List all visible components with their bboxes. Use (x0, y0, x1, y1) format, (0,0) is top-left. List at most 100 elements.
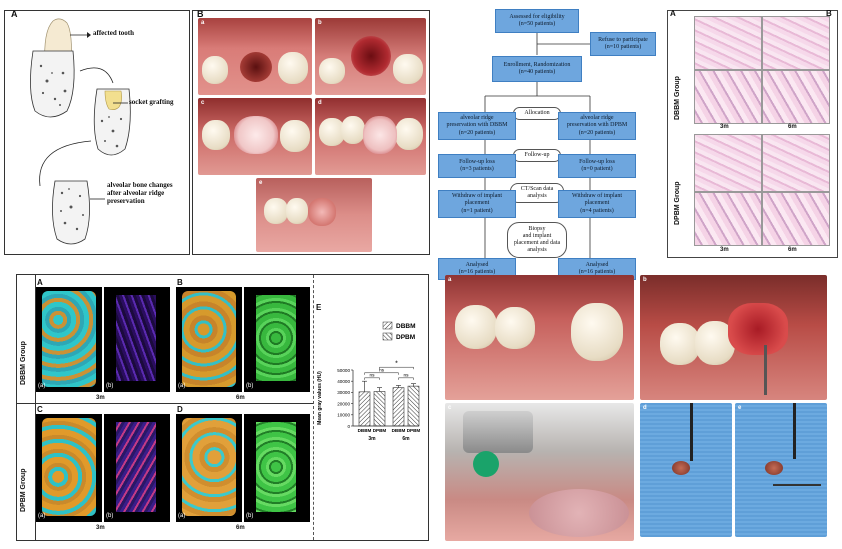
ct-letter-a: A (37, 278, 43, 287)
y-tick-label: 20000 (337, 401, 350, 406)
ct-sub-b-1: (b) (106, 383, 114, 389)
flow-left-withdraw: Withdraw of implant placement (n=1 patie… (438, 190, 516, 218)
ct-dpbm-3m-render (36, 414, 102, 522)
histo-group-1: DBBM Group (674, 76, 681, 120)
ct-sub-a-1: (a) (38, 383, 46, 389)
histo-time-3m-bottom: 3m (720, 247, 729, 253)
ct-time-3m-top: 3m (96, 395, 105, 401)
flow-right-analysed: Analysed (n=16 patients) (558, 258, 636, 280)
histo-letter-b: B (826, 9, 832, 18)
x-tick-label: DPBM (407, 428, 421, 433)
flow-left-loss: Follow-up loss (n=3 patients) (438, 154, 516, 178)
histo-group-2: DPBM Group (674, 181, 681, 225)
significance-bracket (398, 377, 414, 380)
y-tick-label: 30000 (337, 390, 350, 395)
ct-letter-d: D (177, 405, 183, 414)
clinical-tag-a: a (448, 277, 452, 283)
histo-time-6m-bottom: 6m (788, 247, 797, 253)
histo-letter-a: A (670, 9, 676, 18)
histo-dpbm-3m-high (694, 192, 762, 246)
clinical-photo-e: e (735, 403, 827, 537)
significance-bracket (364, 377, 380, 380)
ct-letter-b: B (177, 278, 183, 287)
photo-a-tag: a (201, 20, 205, 26)
flowchart-connectors (484, 33, 591, 258)
legend-label-dpbm: DPBM (396, 334, 415, 341)
histo-dpbm-3m-low (694, 134, 762, 192)
surgery-photo-e: e (256, 178, 372, 252)
photo-e-tag: e (259, 180, 263, 186)
ct-time-3m-bottom: 3m (96, 525, 105, 531)
ct-sub-a-2: (a) (178, 383, 186, 389)
clinical-photo-a: a (445, 275, 634, 400)
schematic-panel: A (4, 9, 190, 255)
significance-label: ns (369, 373, 375, 378)
tooth-root-icon (30, 18, 75, 118)
ct-dpbm-3m-map (104, 414, 170, 522)
group-label: 3m (368, 436, 376, 442)
ct-sub-a-3: (a) (38, 513, 46, 519)
surgery-photo-b: b (315, 18, 426, 95)
bone-changes-label: alveolar bone changes after alveolar rid… (107, 181, 173, 206)
significance-bracket (364, 372, 399, 375)
flow-allocation: Allocation (513, 107, 561, 120)
clinical-photo-c: c (445, 403, 634, 541)
clinical-tag-d: d (643, 405, 647, 411)
ct-sub-b-3: (b) (106, 513, 114, 519)
panel-a-letter: A (11, 9, 18, 19)
legend-swatch-dpbm (382, 332, 393, 341)
panel-b-letter: B (197, 9, 204, 19)
clinical-tag-c: c (448, 405, 452, 411)
flow-eligibility: Assessed for eligibility (n=50 patients) (495, 9, 579, 33)
legend-swatch-dbbm (382, 321, 393, 330)
ct-dpbm-6m-map (244, 414, 310, 522)
clinical-tag-b: b (643, 277, 647, 283)
healed-ridge-icon (52, 180, 90, 245)
histo-dpbm-6m-low (762, 134, 830, 192)
flow-followup: Follow-up (513, 149, 561, 162)
bar (392, 387, 405, 427)
y-tick-label: 10000 (337, 413, 350, 418)
schematic-drawing (30, 18, 131, 245)
ct-dbbm-3m-render (36, 287, 102, 392)
ct-sub-a-4: (a) (178, 513, 186, 519)
ct-group-2: DPBM Group (20, 468, 27, 512)
ct-time-6m-bottom: 6m (236, 525, 245, 531)
surgery-photo-c: c (198, 98, 312, 175)
histo-dbbm-6m-low (762, 16, 830, 70)
histo-dbbm-3m-high (694, 70, 762, 124)
affected-tooth-label: affected tooth (93, 29, 135, 37)
flow-right-loss: Follow-up loss (n=0 patient) (558, 154, 636, 178)
photo-c-tag: c (201, 100, 205, 106)
x-tick-label: DPBM (373, 428, 387, 433)
flow-right-withdraw: Withdraw of implant placement (n=4 patie… (558, 190, 636, 218)
ct-dbbm-6m-render (176, 287, 242, 392)
histo-dbbm-3m-low (694, 16, 762, 70)
ct-time-6m-top: 6m (236, 395, 245, 401)
surgery-photo-d: d (315, 98, 426, 175)
ct-group-1: DBBM Group (20, 341, 27, 385)
flow-biopsy: Biopsy and implant placement and data an… (507, 222, 567, 258)
significance-label: ns (403, 373, 409, 378)
bar (373, 391, 386, 427)
grafted-socket-icon (93, 88, 131, 156)
group-label: 6m (402, 436, 410, 442)
y-tick-label: 50000 (337, 368, 350, 373)
significance-label: ns (379, 368, 385, 373)
ct-dpbm-6m-render (176, 414, 242, 522)
flow-right-allocation: alveolar ridge preservation with DPBM (n… (558, 112, 636, 140)
chart-letter-e: E (316, 303, 322, 312)
ct-letter-c: C (37, 405, 43, 414)
flow-left-allocation: alveolar ridge preservation with DBBM (n… (438, 112, 516, 140)
ct-sub-b-2: (b) (246, 383, 254, 389)
clinical-photo-d: d (640, 403, 732, 537)
significance-label: * (395, 361, 398, 368)
bar (358, 391, 371, 427)
clinical-tag-e: e (738, 405, 742, 411)
y-tick-label: 0 (347, 424, 350, 429)
y-tick-label: 40000 (337, 379, 350, 384)
x-tick-label: DBBM (358, 428, 372, 433)
surgery-photo-a: a (198, 18, 312, 95)
histo-time-3m-top: 3m (720, 124, 729, 130)
photo-d-tag: d (318, 100, 322, 106)
